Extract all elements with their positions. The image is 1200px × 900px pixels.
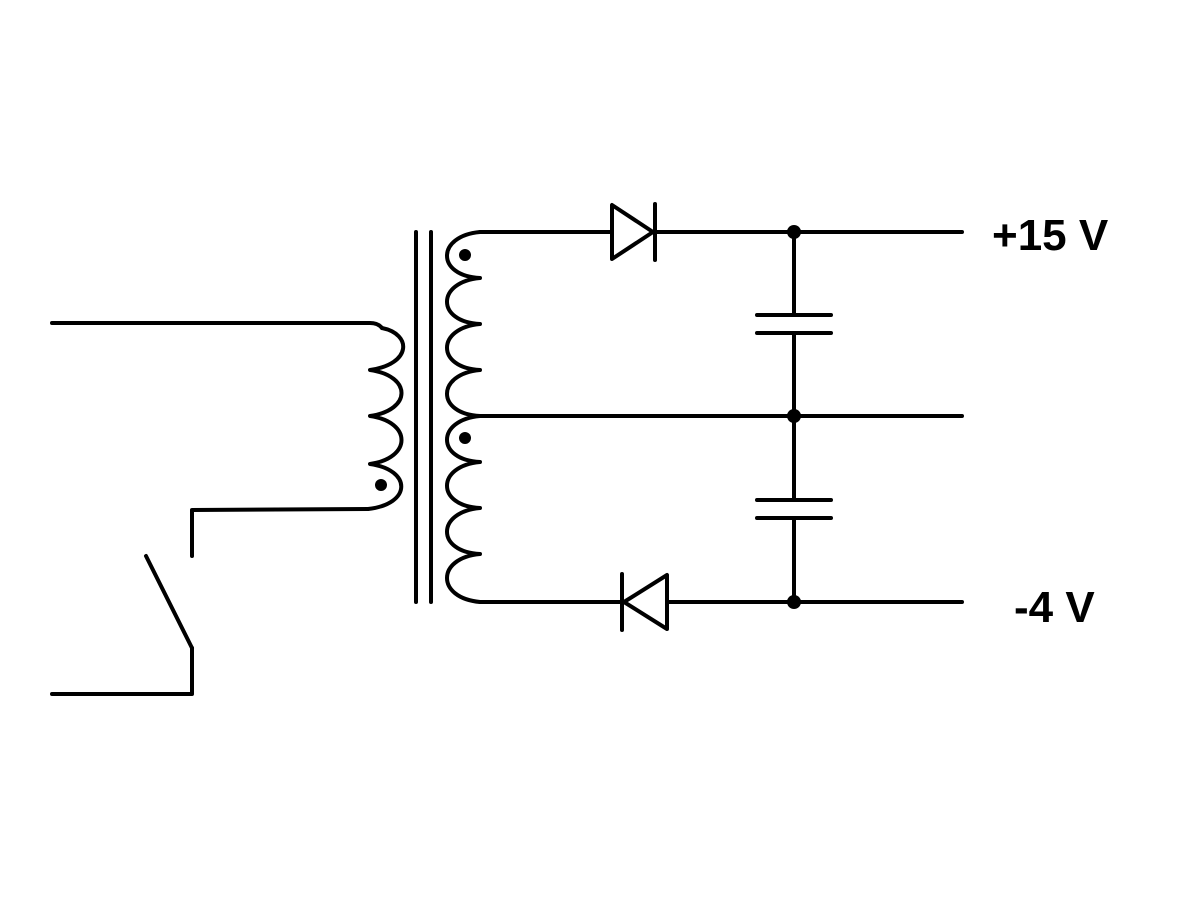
junction-dot-middle [787, 409, 801, 423]
capacitor-top [755, 313, 833, 335]
junction-dot-bottom [787, 595, 801, 609]
primary-return-wire [190, 507, 370, 558]
primary-polarity-dot [375, 479, 387, 491]
switch-lower-wire [50, 646, 194, 696]
secondary-winding-lower [445, 414, 482, 604]
secondary-winding-upper [445, 230, 482, 418]
diode-top-triangle [610, 203, 655, 261]
switch-blade [144, 554, 194, 650]
secondary-polarity-dot-upper [459, 249, 471, 261]
diode-top [610, 202, 657, 262]
primary-winding [366, 326, 406, 511]
diode-bottom-triangle [622, 573, 669, 631]
positive-output-label: +15 V [992, 211, 1109, 260]
negative-output-label: -4 V [1014, 583, 1095, 632]
secondary-polarity-dot-lower [459, 432, 471, 444]
primary-input-wire-top [50, 321, 384, 330]
diode-bottom [620, 572, 669, 632]
junction-dot-top [787, 225, 801, 239]
capacitor-bottom [755, 498, 833, 520]
